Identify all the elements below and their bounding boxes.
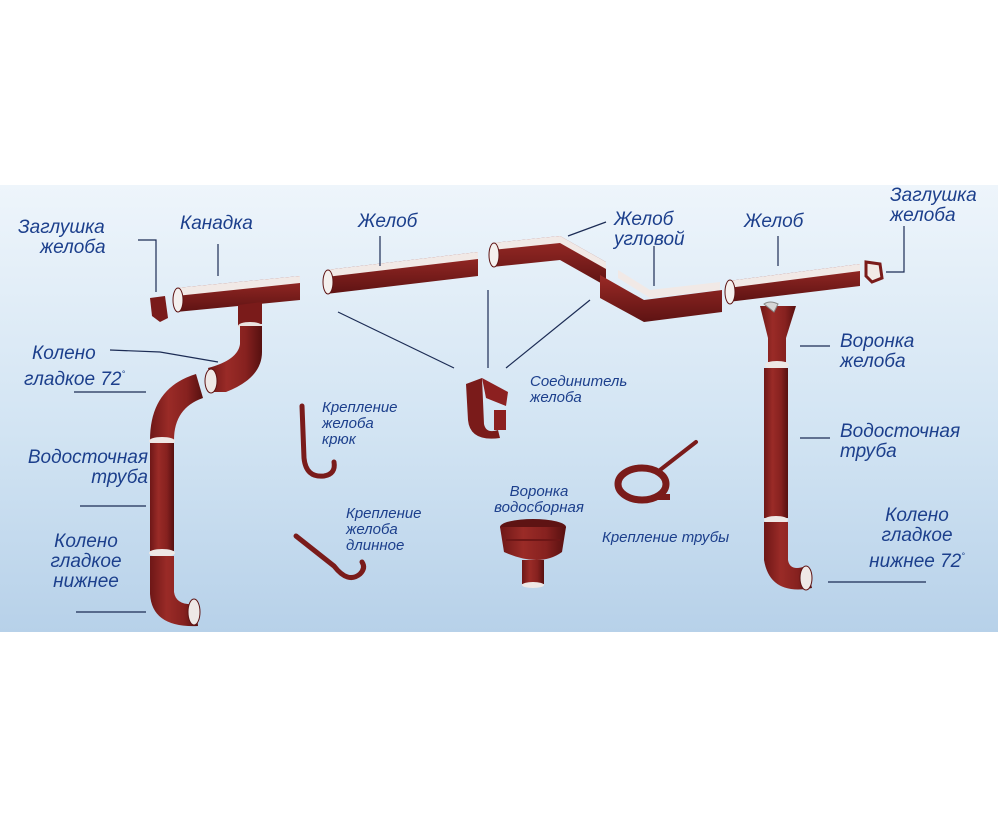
end-cap-right bbox=[864, 260, 884, 284]
hook-bracket-part bbox=[299, 403, 337, 479]
left-downpipe-assembly bbox=[149, 326, 262, 627]
right-downpipe-assembly bbox=[760, 301, 813, 591]
label-elbow-lower-right: Колено гладкое нижнее 72° bbox=[869, 505, 965, 572]
gutter-2 bbox=[724, 264, 860, 305]
label-outlet-funnel: Воронка желоба bbox=[840, 331, 915, 372]
label-gutter-2: Желоб bbox=[744, 211, 804, 232]
label-connector: Соединитель желоба bbox=[530, 373, 628, 406]
end-cap-left bbox=[150, 296, 168, 322]
gutter-connector-part bbox=[466, 378, 508, 439]
label-gutter-1: Желоб bbox=[358, 211, 418, 232]
label-pipe-clamp: Крепление трубы bbox=[602, 529, 730, 546]
label-end-cap-right: Заглушка желоба bbox=[890, 185, 977, 226]
long-bracket-part bbox=[293, 533, 367, 581]
degree-value: 72 bbox=[100, 369, 122, 390]
gutter-with-header bbox=[172, 276, 300, 330]
label-long-bracket: Крепление желоба длинное bbox=[346, 505, 422, 554]
label-collector-funnel: Воронка водосборная bbox=[494, 483, 584, 516]
pipe-clamp-part bbox=[614, 440, 698, 504]
gutter-1 bbox=[322, 252, 478, 295]
label-gutter-header: Канадка bbox=[180, 213, 253, 234]
leader-lines bbox=[74, 221, 926, 613]
label-elbow-lower-left: Колено гладкое нижнее bbox=[50, 531, 122, 592]
label-downpipe-left: Водосточная труба bbox=[27, 447, 148, 488]
label-downpipe-right: Водосточная труба bbox=[840, 421, 961, 462]
label-hook-bracket: Крепление желоба крюк bbox=[322, 399, 398, 448]
label-end-cap-left: Заглушка желоба bbox=[18, 217, 106, 258]
collector-funnel-part bbox=[500, 519, 566, 588]
corner-gutter bbox=[488, 236, 722, 322]
label-elbow-left: Колено гладкое 72° bbox=[24, 343, 126, 390]
label-corner-gutter: Желоб угловой bbox=[614, 209, 685, 250]
degree-value: 72 bbox=[940, 551, 962, 572]
